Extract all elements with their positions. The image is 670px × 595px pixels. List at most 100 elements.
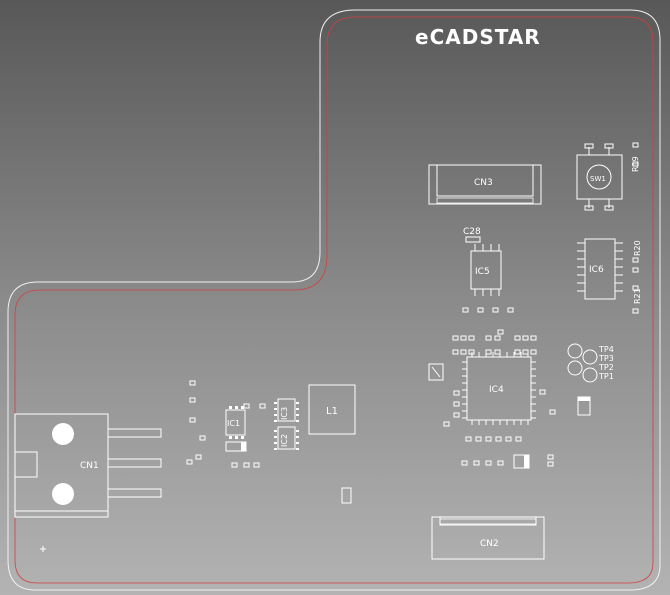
ic4: IC4 — [462, 352, 536, 425]
smd-pad — [497, 329, 504, 335]
ic-pin-pad — [241, 436, 244, 439]
smd-pad — [460, 335, 467, 341]
ic-pin-pad — [274, 436, 277, 438]
ic4-label: IC4 — [489, 385, 504, 395]
diode-d1-band — [578, 397, 590, 401]
smd-pad — [522, 349, 529, 355]
smd-pad — [452, 335, 459, 341]
r20-label: R20 — [633, 240, 642, 256]
smd-pad — [547, 461, 554, 467]
tp1-label: TP1 — [598, 372, 614, 381]
ic-pin-pad — [296, 402, 299, 404]
smd-pad — [453, 412, 460, 418]
smd-pad — [189, 380, 196, 386]
smd-pad — [494, 349, 501, 355]
smd-pad — [477, 307, 484, 313]
smd-pad — [461, 460, 468, 466]
ic5-label: IC5 — [475, 267, 490, 277]
resistor-r21: R21 — [632, 285, 642, 314]
ic-pin-pad — [274, 408, 277, 410]
smd-pad — [485, 335, 492, 341]
capacitor-c28 — [465, 236, 481, 243]
smd-pad — [539, 389, 546, 395]
ic-pin-pad — [229, 436, 232, 439]
smd-pad — [443, 421, 450, 427]
smd-pad — [468, 349, 475, 355]
smd-pad — [485, 436, 492, 442]
passive-components — [186, 307, 556, 468]
ic-pin-pad — [229, 406, 232, 409]
ic-pin-pad — [296, 408, 299, 410]
ic1-label: IC1 — [227, 419, 240, 428]
smd-pad — [549, 409, 556, 415]
cn1-label: CN1 — [80, 461, 99, 471]
small-part-bottom — [341, 487, 352, 504]
smd-pad — [189, 417, 196, 423]
smd-pad — [189, 397, 196, 403]
sw1-label: SW1 — [590, 175, 606, 183]
ic3-label: IC3 — [280, 407, 289, 420]
smd-pad — [186, 459, 193, 465]
smd-pad — [530, 349, 537, 355]
test-points: TP4 TP3 TP2 TP1 — [567, 343, 614, 383]
ic-pin-pad — [296, 420, 299, 422]
r19-label: R19 — [631, 156, 640, 172]
ic6-label: IC6 — [589, 265, 604, 275]
ic6: IC6 — [577, 238, 623, 300]
origin-mark — [40, 546, 46, 552]
smd-pad — [460, 349, 467, 355]
ecadstar-logo: eCADSTAR — [415, 25, 541, 49]
ic-pin-pad — [296, 442, 299, 444]
ic-pin-pad — [274, 420, 277, 422]
smd-pad — [507, 307, 514, 313]
diode-d3-band — [241, 442, 246, 451]
board-outline — [7, 9, 661, 591]
ic-pin-pad — [235, 436, 238, 439]
ic-pin-pad — [296, 436, 299, 438]
smd-pad — [485, 460, 492, 466]
smd-pad — [253, 462, 260, 468]
smd-pad — [492, 307, 499, 313]
ic-pin-pad — [296, 448, 299, 450]
ic3: IC3 — [274, 398, 299, 422]
inductor-l1: L1 — [308, 384, 356, 435]
connector-cn3: CN3 — [428, 164, 542, 205]
smd-pad — [514, 349, 521, 355]
smd-pad — [547, 454, 554, 460]
smd-pad — [462, 307, 469, 313]
ic-pin-pad — [274, 448, 277, 450]
smd-pad — [497, 460, 504, 466]
l1-label: L1 — [326, 406, 338, 417]
connector-cn2: CN2 — [431, 516, 545, 560]
smd-pad — [259, 403, 266, 409]
ic-pin-pad — [274, 442, 277, 444]
cn3-label: CN3 — [474, 178, 493, 188]
r21-label: R21 — [633, 288, 642, 304]
ic2-label: IC2 — [280, 434, 289, 447]
ic-pin-pad — [296, 430, 299, 432]
ic-pin-pad — [274, 402, 277, 404]
smd-pad — [473, 460, 480, 466]
keepout-outline — [14, 16, 654, 584]
smd-pad — [475, 436, 482, 442]
smd-pad — [468, 335, 475, 341]
switch-sw1: SW1 — [576, 143, 623, 211]
ic-pin-pad — [274, 414, 277, 416]
smd-pad — [515, 436, 522, 442]
cn2-label: CN2 — [480, 539, 499, 549]
resistor-r19: R19 — [631, 142, 640, 172]
tp3-label: TP3 — [598, 354, 614, 363]
smd-pad — [514, 335, 521, 341]
smd-pad — [505, 436, 512, 442]
ic-pin-pad — [235, 406, 238, 409]
smd-pad — [453, 390, 460, 396]
smd-pad — [522, 335, 529, 341]
ic-pin-pad — [241, 406, 244, 409]
smd-pad — [495, 436, 502, 442]
connector-cn1: CN1 — [14, 413, 162, 518]
smd-pad — [485, 349, 492, 355]
smd-pad — [243, 403, 250, 409]
ic-pin-pad — [274, 430, 277, 432]
ic1: IC1 — [225, 406, 246, 439]
